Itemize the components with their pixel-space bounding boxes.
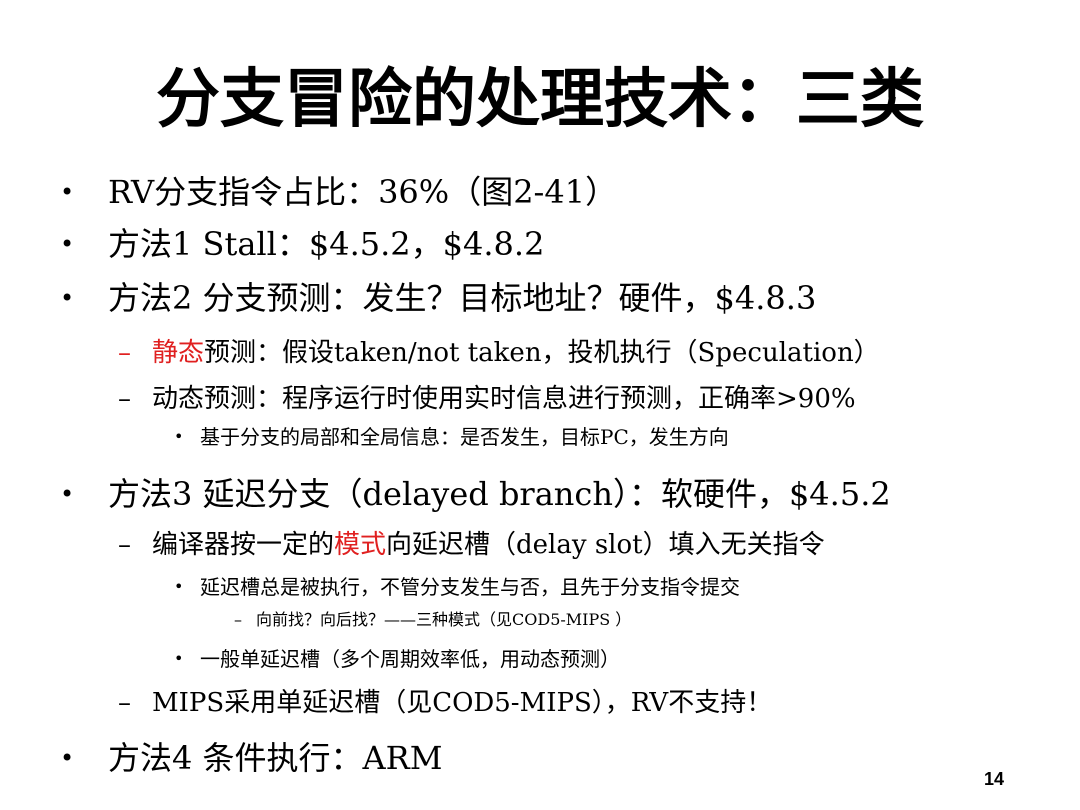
item-text: 方法2 分支预测：发生？目标地址？硬件，$4.8.3 [108, 279, 817, 317]
page-number: 14 [984, 769, 1005, 789]
item-text: 方法1 Stall：$4.5.2，$4.8.2 [108, 225, 545, 263]
item-text: 向延迟槽（delay slot）填入无关指令 [386, 530, 825, 560]
sub-sub-sub-item-search-modes: – 向前找？向后找？——三种模式（见COD5-MIPS ） [234, 610, 632, 630]
dash-marker: – [234, 610, 242, 629]
dash-marker: – [118, 384, 131, 414]
item-text: 预测：假设taken/not taken，投机执行（Speculation） [204, 338, 880, 368]
slide-title: 分支冒险的处理技术：三类 [156, 62, 924, 137]
sub-item-dynamic-prediction: – 动态预测：程序运行时使用实时信息进行预测，正确率>90% [118, 382, 856, 416]
item-text: 延迟槽总是被执行，不管分支发生与否，且先于分支指令提交 [200, 575, 740, 599]
item-text: 动态预测：程序运行时使用实时信息进行预测，正确率>90% [152, 384, 856, 414]
bullet-marker: • [174, 577, 184, 596]
dash-marker: – [118, 688, 131, 718]
item-text: RV分支指令占比：36%（图2-41） [108, 173, 618, 211]
item-text: 方法3 延迟分支（delayed branch）：软硬件，$4.5.2 [108, 475, 891, 513]
bullet-method-1: • 方法1 Stall：$4.5.2，$4.8.2 [60, 224, 545, 264]
bullet-marker: • [60, 480, 75, 508]
bullet-marker: • [174, 427, 184, 446]
dash-marker: – [118, 338, 131, 368]
sub-item-static-prediction: – 静态预测：假设taken/not taken，投机执行（Speculatio… [118, 336, 880, 370]
item-text: 一般单延迟槽（多个周期效率低，用动态预测） [200, 647, 620, 671]
bullet-method-4: • 方法4 条件执行：ARM [60, 738, 443, 778]
item-text: 基于分支的局部和全局信息：是否发生，目标PC，发生方向 [200, 425, 729, 449]
sub-sub-item-single-slot: • 一般单延迟槽（多个周期效率低，用动态预测） [174, 646, 620, 672]
static-highlight: 静态 [152, 338, 205, 368]
bullet-method-2: • 方法2 分支预测：发生？目标地址？硬件，$4.8.3 [60, 278, 817, 318]
bullet-rv-branch-ratio: • RV分支指令占比：36%（图2-41） [60, 172, 618, 212]
item-text: 方法4 条件执行：ARM [108, 739, 443, 777]
sub-item-compiler: – 编译器按一定的模式向延迟槽（delay slot）填入无关指令 [118, 528, 825, 562]
sub-sub-item-delay-always: • 延迟槽总是被执行，不管分支发生与否，且先于分支指令提交 [174, 574, 740, 600]
sub-sub-item-dynamic-detail: • 基于分支的局部和全局信息：是否发生，目标PC，发生方向 [174, 424, 729, 450]
bullet-marker: • [60, 284, 75, 312]
dash-marker: – [118, 530, 131, 560]
mode-highlight: 模式 [334, 530, 387, 560]
sub-item-mips: – MIPS采用单延迟槽（见COD5-MIPS），RV不支持！ [118, 686, 773, 720]
item-text: 编译器按一定的 [152, 530, 335, 560]
bullet-marker: • [60, 178, 75, 206]
bullet-method-3: • 方法3 延迟分支（delayed branch）：软硬件，$4.5.2 [60, 474, 891, 514]
item-text: MIPS采用单延迟槽（见COD5-MIPS），RV不支持！ [152, 688, 773, 718]
bullet-marker: • [174, 649, 184, 668]
bullet-marker: • [60, 744, 75, 772]
bullet-marker: • [60, 230, 75, 258]
item-text: 向前找？向后找？——三种模式（见COD5-MIPS ） [256, 610, 632, 629]
